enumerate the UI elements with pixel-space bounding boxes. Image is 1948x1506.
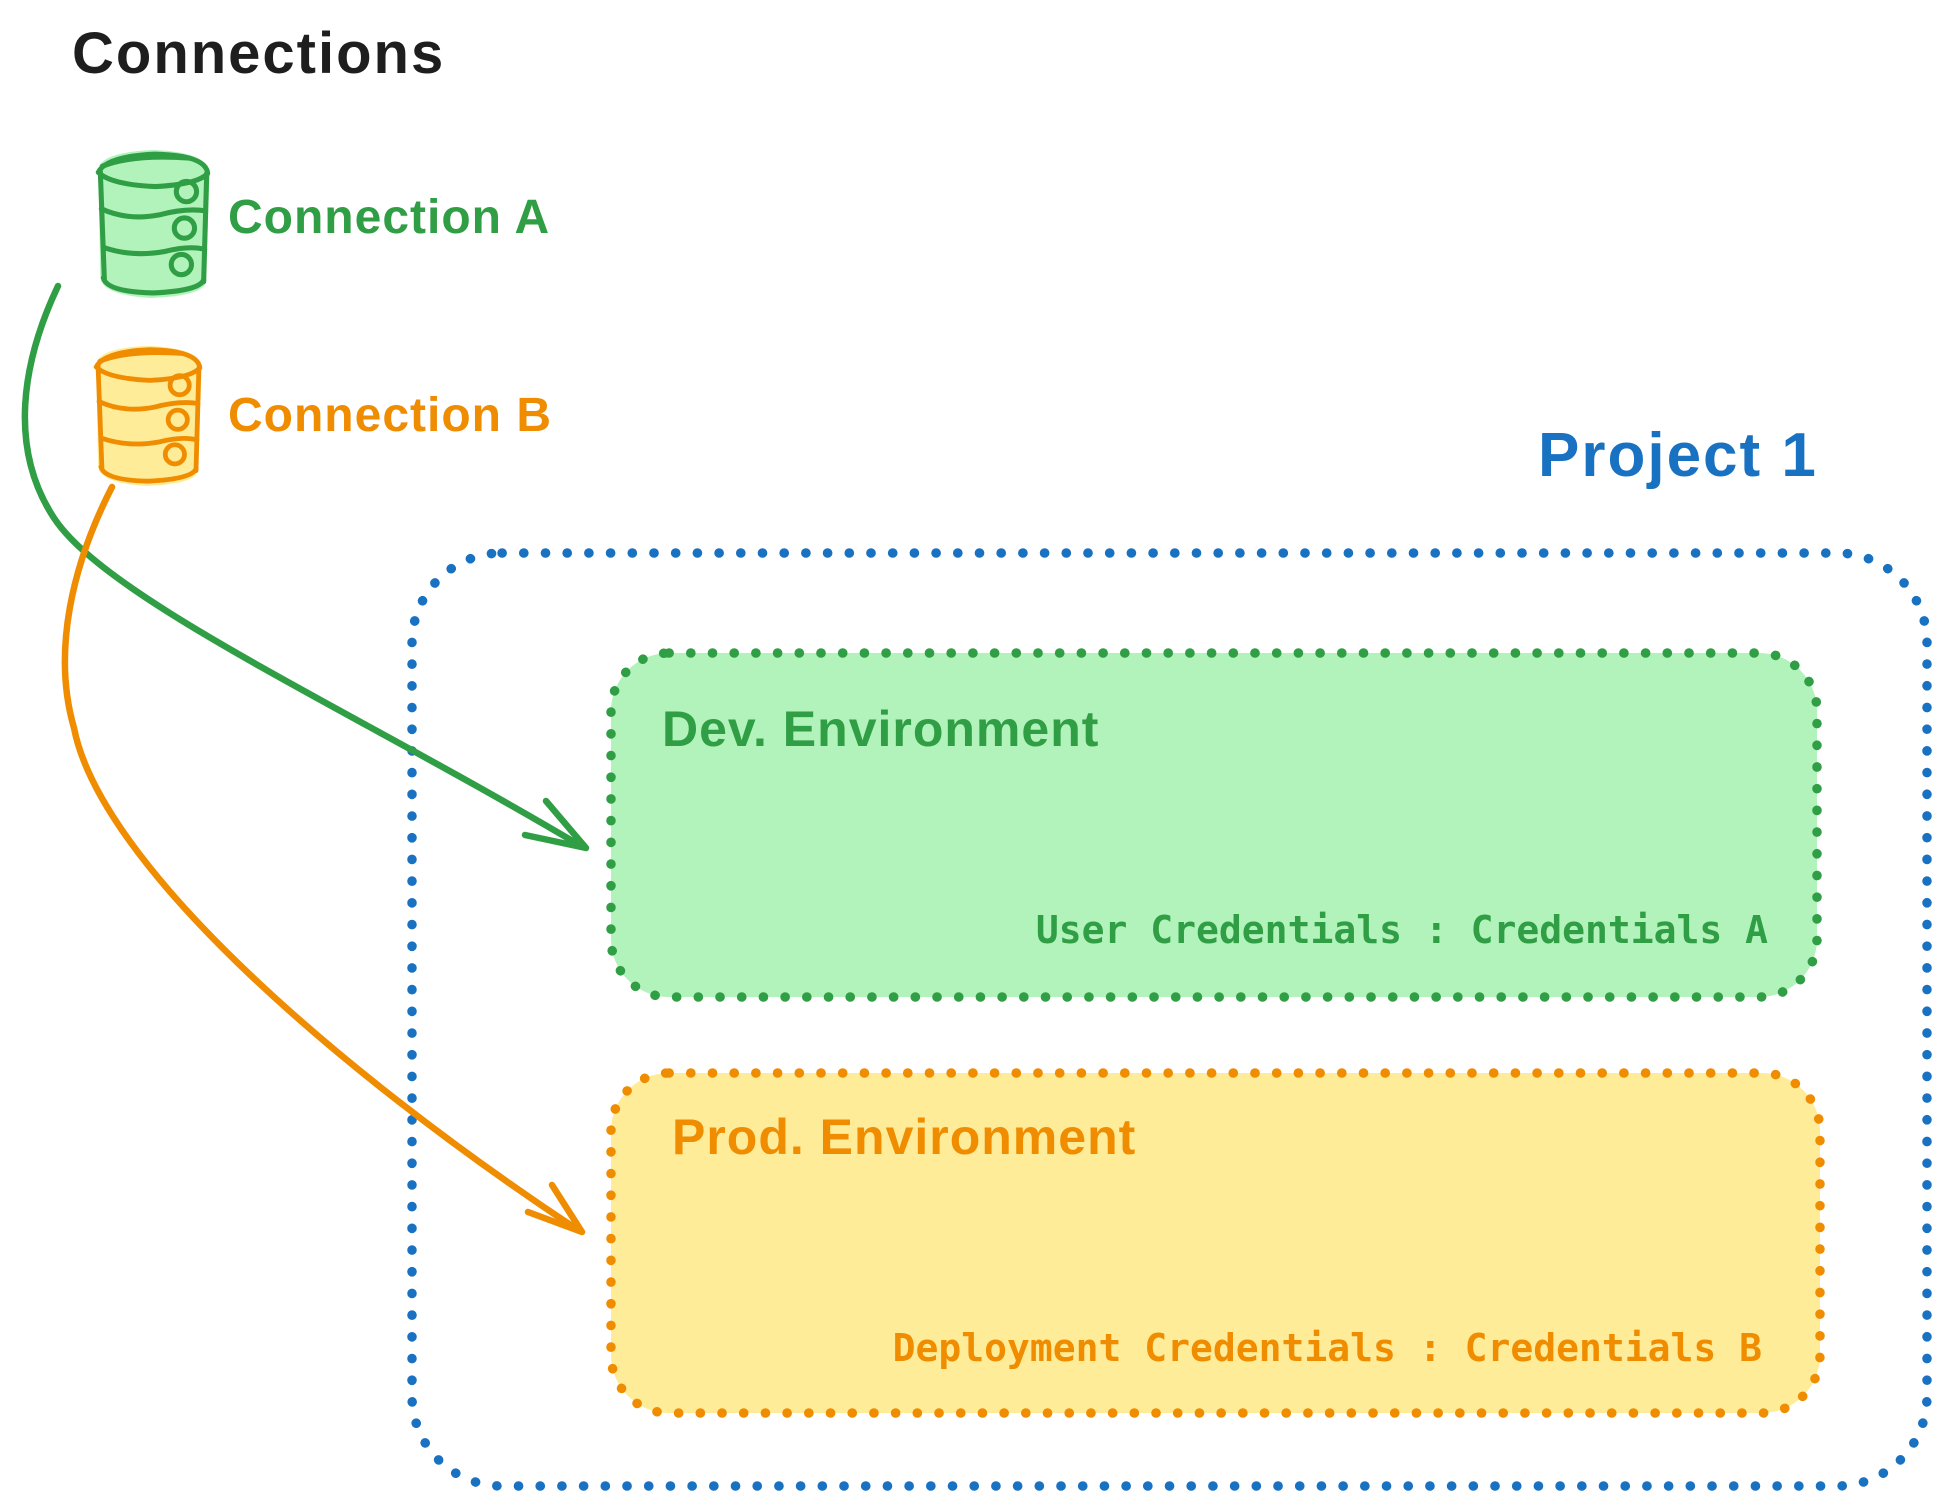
project-title: Project 1: [1538, 421, 1818, 490]
database-icon: [92, 146, 214, 298]
connection-b-arrow: [61, 483, 586, 1236]
dev-environment-title: Dev. Environment: [662, 701, 1100, 757]
dev-environment-credentials: User Credentials : Credentials A: [1035, 908, 1768, 952]
connections-title: Connections: [72, 21, 446, 86]
connection-b-label: Connection B: [228, 389, 552, 442]
database-icon: [86, 342, 210, 486]
connection-a-label: Connection A: [228, 191, 551, 244]
prod-environment-credentials: Deployment Credentials : Credentials B: [892, 1326, 1762, 1370]
prod-environment-title: Prod. Environment: [672, 1109, 1137, 1165]
